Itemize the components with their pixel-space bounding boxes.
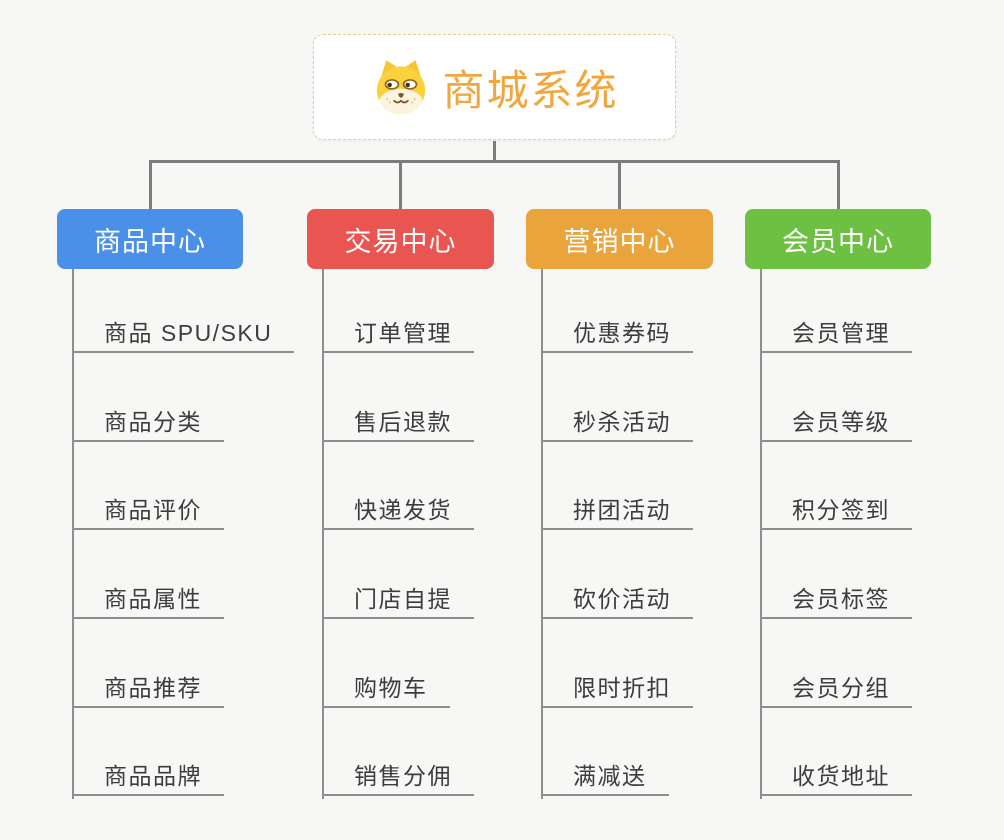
branch-node-4[interactable]: 会员中心 <box>745 209 931 269</box>
leaf-item[interactable]: 销售分佣 <box>322 752 474 796</box>
connector-root-drop <box>493 141 496 162</box>
leaf-item[interactable]: 砍价活动 <box>541 575 693 619</box>
leaf-item[interactable]: 商品评价 <box>72 486 224 530</box>
leaf-item[interactable]: 优惠券码 <box>541 309 693 353</box>
leaf-item[interactable]: 订单管理 <box>322 309 474 353</box>
leaf-item[interactable]: 商品 SPU/SKU <box>72 309 295 353</box>
connector-branch-drop <box>148 160 152 209</box>
leaf-item[interactable]: 售后退款 <box>322 398 474 442</box>
leaf-item[interactable]: 积分签到 <box>760 486 912 530</box>
leaf-item[interactable]: 商品分类 <box>72 398 224 442</box>
shiba-dog-icon <box>370 56 432 118</box>
leaf-item[interactable]: 门店自提 <box>322 575 474 619</box>
branch-node-2[interactable]: 交易中心 <box>307 209 494 269</box>
leaf-item[interactable]: 收货地址 <box>760 752 912 796</box>
leaf-item[interactable]: 会员分组 <box>760 664 912 708</box>
connector-branch-spine <box>72 269 74 799</box>
leaf-item[interactable]: 会员等级 <box>760 398 912 442</box>
branch-node-3[interactable]: 营销中心 <box>526 209 713 269</box>
leaf-item[interactable]: 满减送 <box>541 752 669 796</box>
leaf-item[interactable]: 会员管理 <box>760 309 912 353</box>
leaf-item[interactable]: 限时折扣 <box>541 664 693 708</box>
connector-branch-spine <box>760 269 762 799</box>
connector-branch-spine <box>541 269 543 799</box>
leaf-item[interactable]: 购物车 <box>322 664 450 708</box>
connector-branch-drop <box>399 160 402 209</box>
connector-branch-spine <box>322 269 324 799</box>
connector-branch-drop <box>618 160 621 209</box>
leaf-item[interactable]: 商品品牌 <box>72 752 224 796</box>
branch-node-1[interactable]: 商品中心 <box>57 209 243 269</box>
leaf-item[interactable]: 秒杀活动 <box>541 398 693 442</box>
connector-bus <box>149 160 840 163</box>
root-node[interactable]: 商城系统 <box>313 34 676 140</box>
leaf-item[interactable]: 会员标签 <box>760 575 912 619</box>
leaf-item[interactable]: 商品属性 <box>72 575 224 619</box>
root-title: 商城系统 <box>442 66 619 114</box>
leaf-item[interactable]: 快递发货 <box>322 486 474 530</box>
connector-branch-drop <box>836 160 840 209</box>
leaf-item[interactable]: 拼团活动 <box>541 486 693 530</box>
leaf-item[interactable]: 商品推荐 <box>72 664 224 708</box>
